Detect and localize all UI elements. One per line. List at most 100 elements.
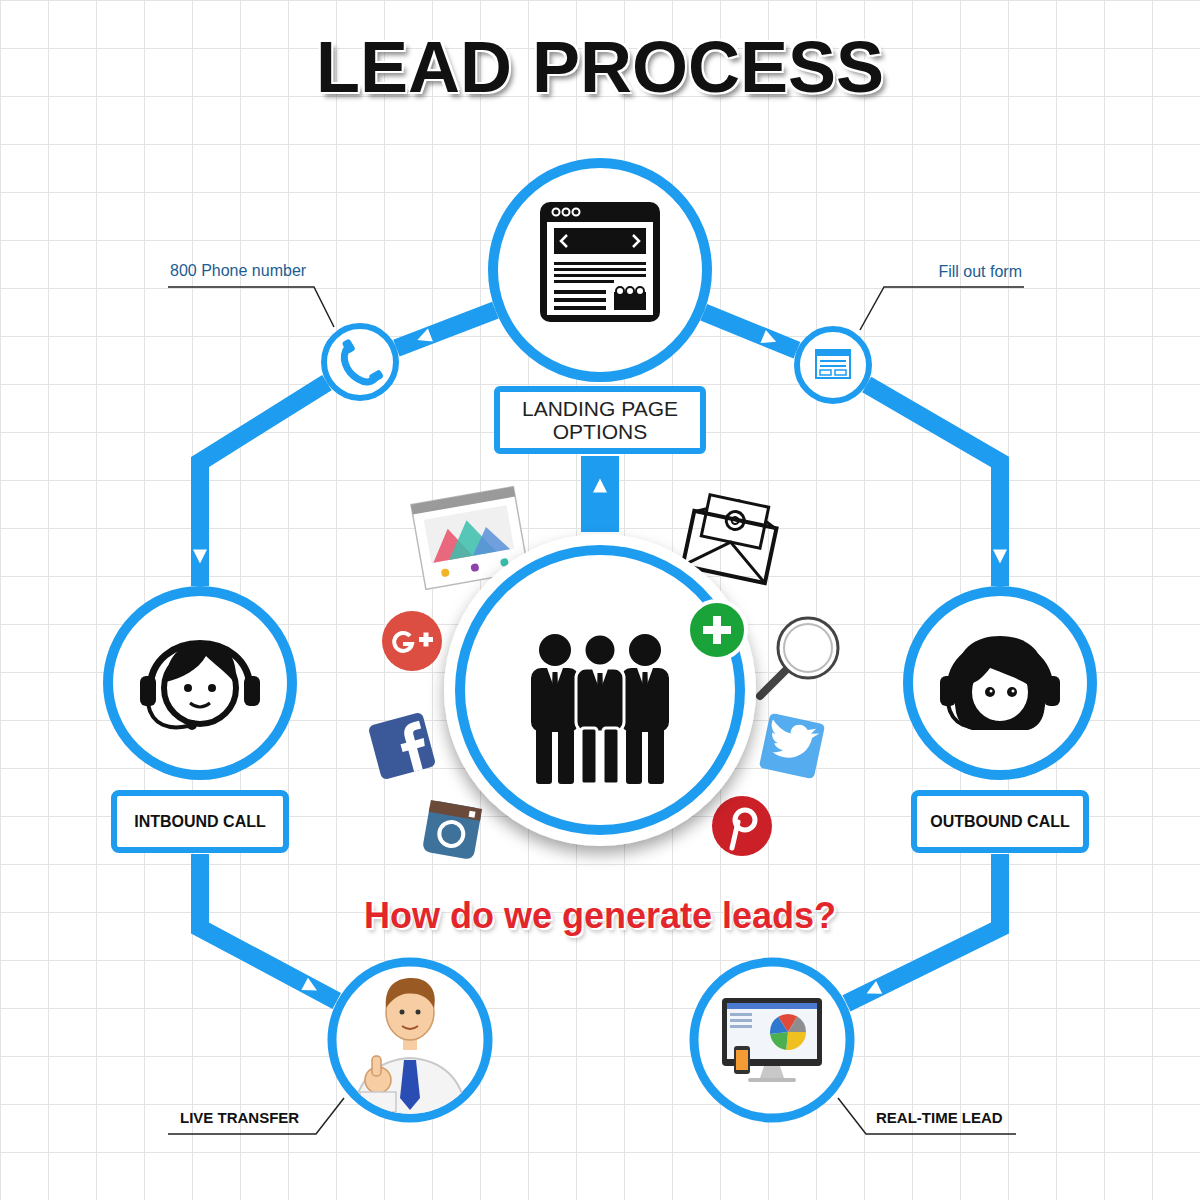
flow-connector [867, 385, 1000, 586]
businessman-circle [400, 1060, 420, 1110]
agent-circle [190, 703, 210, 707]
browser-icon [540, 202, 660, 322]
team-hub-node: How do we generate leads? [442, 532, 758, 848]
google-plus-icon [394, 633, 412, 651]
node-text: INTBOUND CALL [134, 812, 266, 831]
leader-line [168, 1098, 344, 1134]
callout-label: Fill out form [938, 263, 1022, 281]
agent-circle [148, 704, 188, 727]
instagram-icon [437, 820, 465, 848]
live-transfer-node: LIVE TRANSFER [327, 957, 493, 1123]
browser-icon [554, 268, 646, 271]
search-icon [760, 670, 786, 696]
team-icon [629, 634, 661, 666]
facebook-icon [368, 712, 437, 781]
google-plus-icon [382, 611, 442, 671]
twitter-icon [765, 719, 820, 764]
phone-node: 800 Phone number [321, 323, 399, 401]
leader-line [860, 287, 1024, 330]
form-node: Fill out form [794, 326, 872, 404]
dashboard-circle [779, 1023, 797, 1041]
dashboard-circle [779, 1023, 797, 1041]
agent-circle [990, 690, 993, 693]
team-icon [576, 668, 624, 732]
landing-page-circle [493, 163, 707, 377]
businessman-circle [332, 962, 488, 1118]
flow-connector [581, 456, 619, 532]
dashboard-circle [694, 962, 850, 1118]
phone-icon [324, 326, 396, 398]
plus-badge [688, 601, 746, 659]
agent-circle [166, 642, 236, 684]
phone-icon [342, 338, 356, 354]
dashboard-circle [779, 1023, 797, 1041]
chart-card [468, 524, 510, 556]
dashboard-circle [748, 1078, 796, 1082]
businessman-circle [416, 1010, 421, 1015]
form-icon [820, 370, 831, 375]
browser-icon [554, 290, 606, 294]
node-text: REAL-TIME LEAD [876, 1109, 1003, 1126]
team-icon [536, 728, 552, 784]
team-icon [584, 634, 616, 666]
browser-icon [547, 222, 653, 315]
businessman-circle [372, 1056, 381, 1076]
team-icon [558, 728, 574, 784]
agent-circle [184, 684, 192, 692]
leader-line [168, 287, 1024, 1134]
dashboard-circle [730, 1013, 752, 1016]
browser-icon [554, 280, 614, 283]
flow-connector [846, 854, 1000, 1003]
businessman-circle [332, 962, 488, 1120]
form-icon [797, 329, 869, 401]
instagram-icon [429, 800, 482, 821]
agent-circle [1007, 687, 1017, 697]
agent-circle [140, 676, 156, 706]
agent-circle [244, 676, 260, 706]
browser-icon [554, 262, 646, 265]
phone-icon [324, 326, 396, 398]
businessman-circle [352, 978, 468, 1120]
callout-label: 800 Phone number [170, 262, 306, 280]
dashboard-circle [779, 1023, 797, 1041]
browser-icon [554, 228, 646, 254]
search-icon [760, 618, 838, 696]
agent-circle [908, 591, 1092, 775]
instagram-icon [469, 811, 476, 818]
flow-connector [704, 312, 797, 350]
team-circle [460, 550, 740, 830]
businessman-circle [402, 1026, 418, 1029]
landing-page-node: LANDING PAGE OPTIONS [490, 160, 710, 456]
team-icon [552, 672, 558, 695]
phone-icon [368, 369, 384, 383]
node-text: OUTBOUND CALL [930, 812, 1070, 831]
browser-icon [553, 209, 560, 216]
team-icon [648, 728, 664, 784]
diagram-title: LEAD PROCESS [0, 28, 1200, 107]
businessman-circle [360, 1092, 396, 1112]
facebook-icon [396, 721, 432, 774]
hub-question: How do we generate leads? [364, 895, 836, 936]
team-circle [444, 534, 756, 846]
callout-label: REAL-TIME LEAD [876, 1109, 1003, 1126]
inbound-call-node: INTBOUND CALL [103, 586, 297, 854]
search-icon [778, 618, 838, 678]
facebook-icon [368, 712, 437, 781]
browser-icon [616, 287, 624, 295]
flow-connector [396, 310, 495, 348]
agent-circle [970, 659, 1030, 686]
browser-icon [636, 287, 644, 295]
businessman-circle [400, 1010, 405, 1015]
browser-icon [540, 202, 660, 322]
agent-circle [948, 704, 988, 727]
form-icon [816, 350, 850, 356]
instagram-icon [422, 800, 482, 860]
browser-icon [554, 274, 646, 277]
browser-icon [554, 306, 606, 310]
agent-circle [1044, 676, 1060, 706]
agent-circle [1012, 690, 1015, 693]
search-icon [784, 624, 832, 672]
dashboard-circle [736, 1050, 748, 1070]
browser-icon [573, 209, 580, 216]
